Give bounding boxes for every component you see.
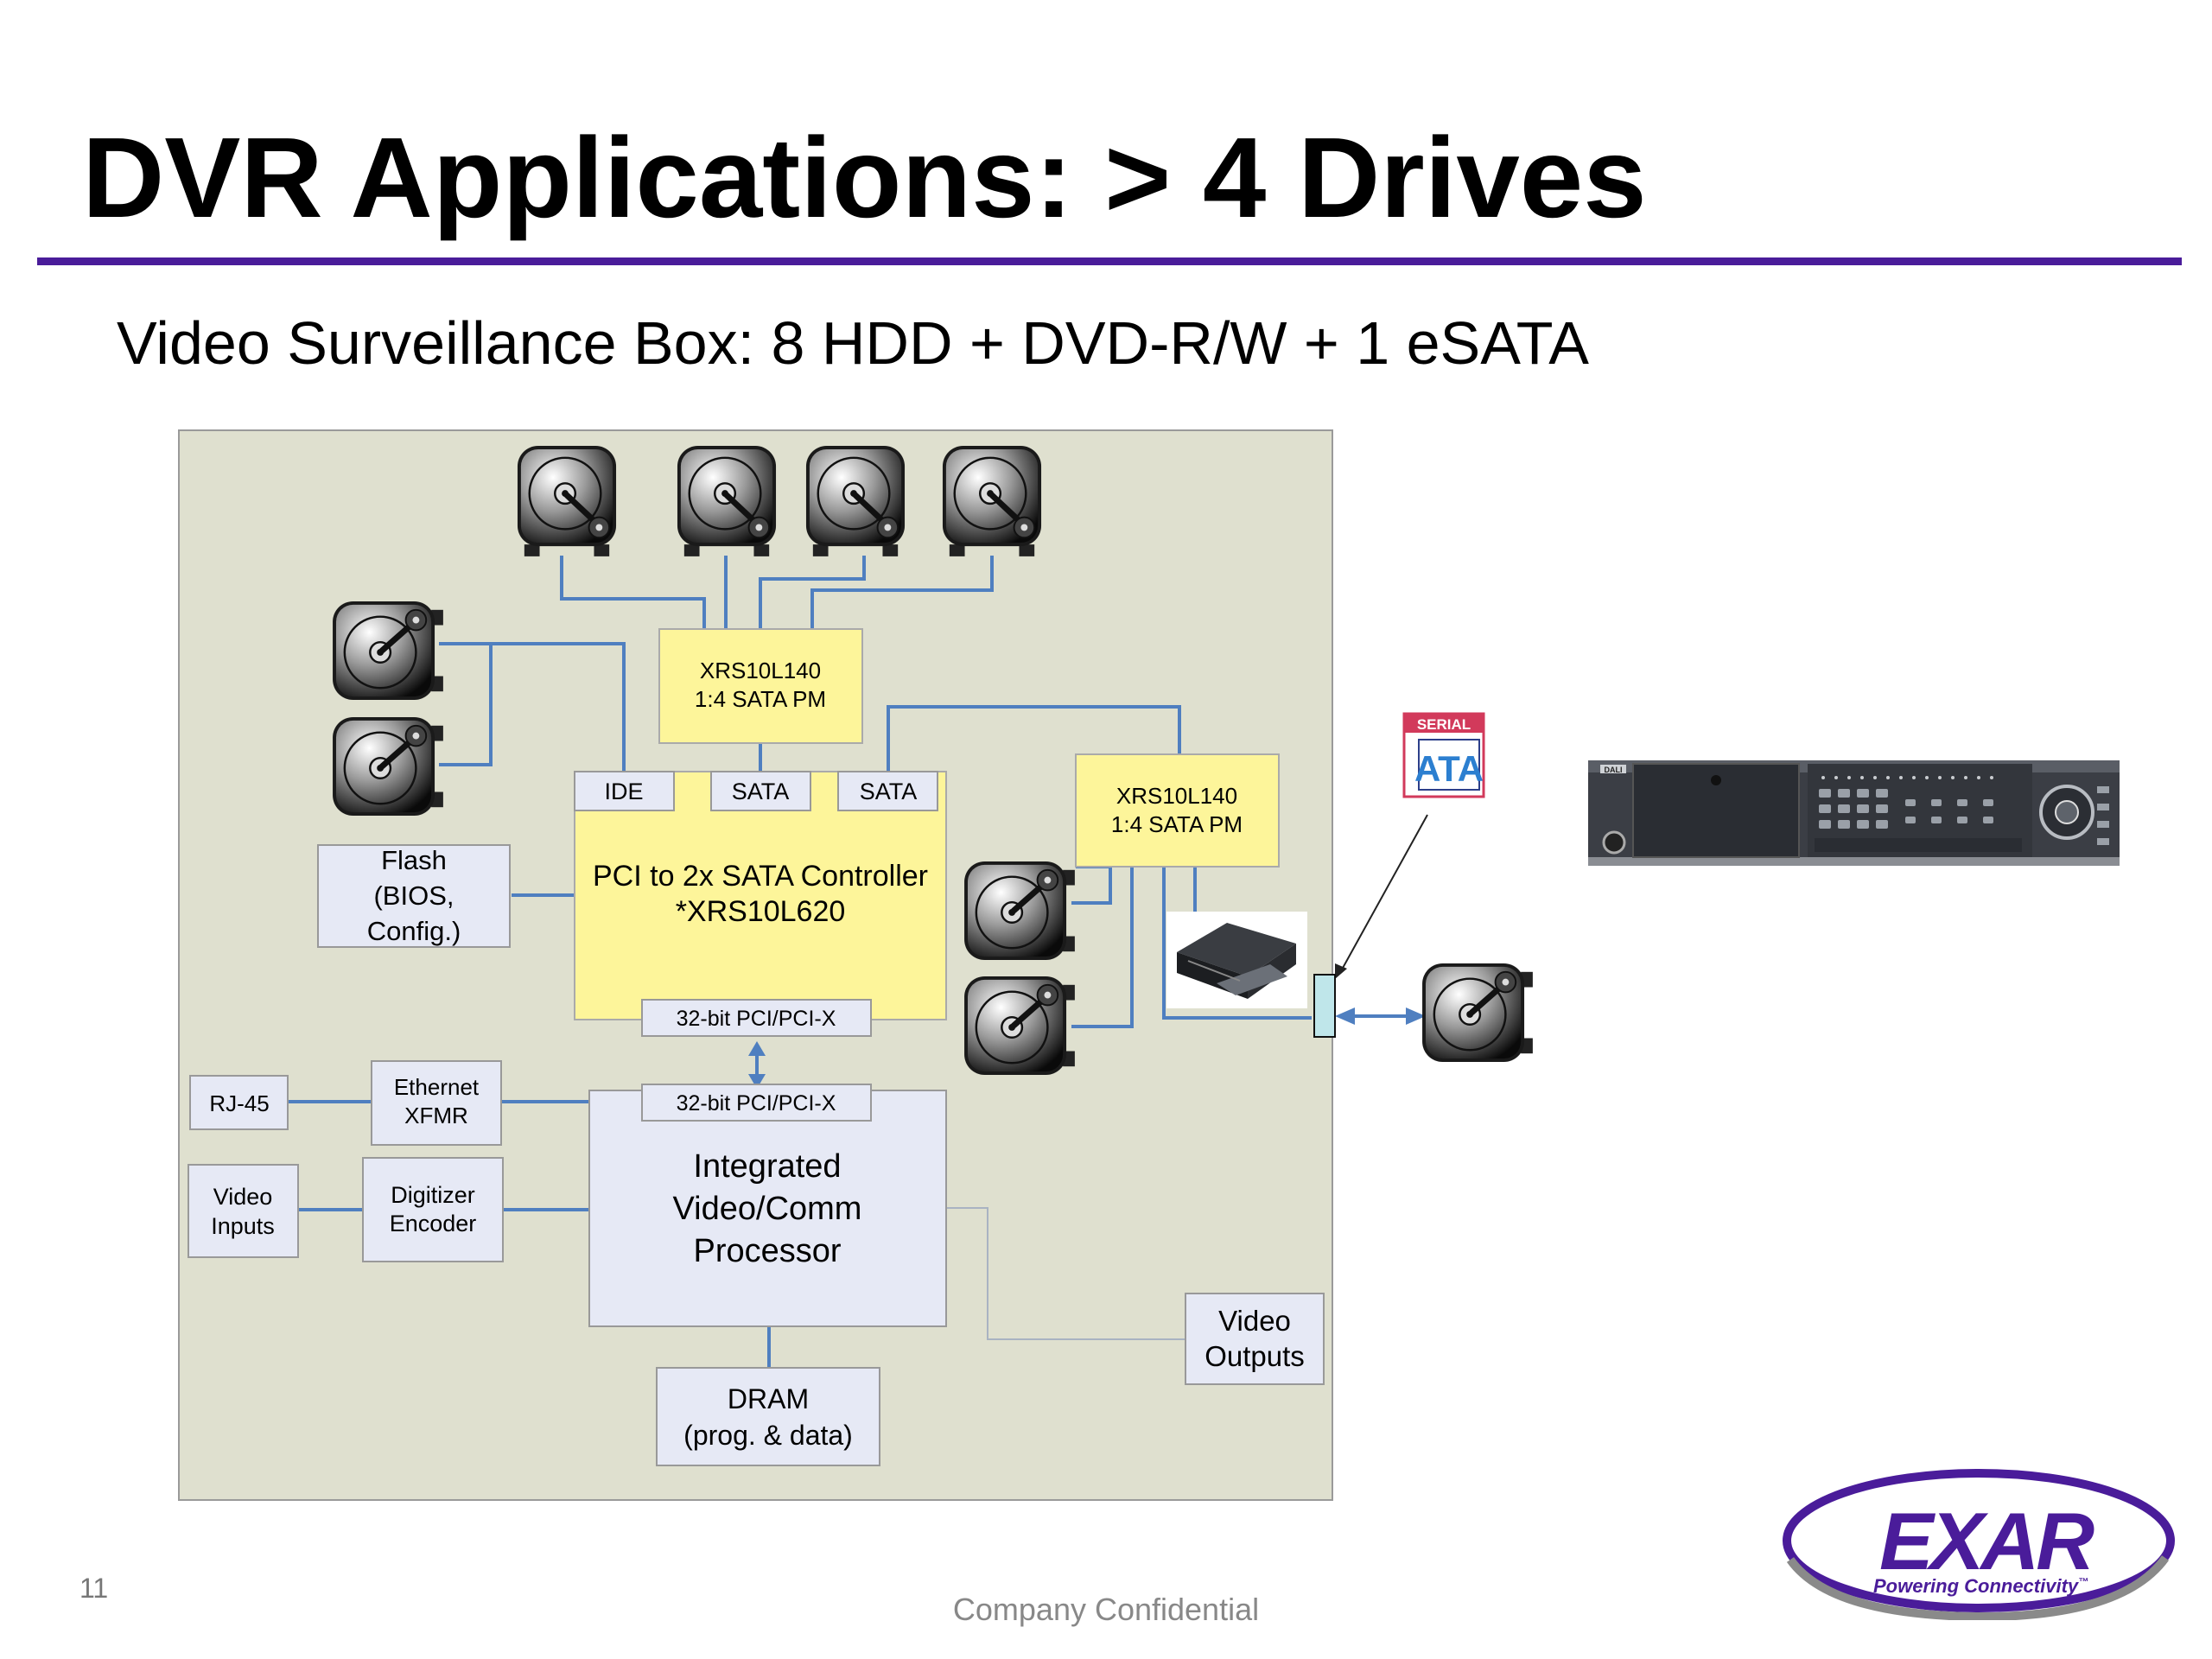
processor-line1: Integrated	[693, 1148, 841, 1185]
logo-swoosh	[1783, 1469, 2175, 1620]
digitizer-line2: Encoder	[390, 1211, 477, 1236]
port-ide-label: IDE	[604, 779, 643, 804]
controller-line2: *XRS10L620	[676, 895, 846, 928]
rj45-block: RJ-45	[189, 1075, 289, 1130]
flash-line1: Flash	[381, 845, 447, 875]
digitizer-encoder-block: Digitizer Encoder	[362, 1157, 504, 1262]
logo-tagline: Powering Connectivity™	[1873, 1575, 2088, 1598]
esata-logo: SERIAL e ATA	[1402, 712, 1485, 800]
video-output-line	[946, 1207, 1185, 1340]
ethernet-line1: Ethernet	[394, 1074, 480, 1100]
video-inputs-block: Video Inputs	[188, 1164, 299, 1258]
port-multiplier-right: XRS10L140 1:4 SATA PM	[1075, 753, 1280, 868]
pm-top-line2: 1:4 SATA PM	[695, 686, 826, 712]
esata-logo-top: SERIAL	[1417, 716, 1471, 733]
title-divider	[37, 257, 2182, 265]
logo-wordmark: EXAR	[1879, 1496, 2094, 1586]
dvr-brand: DALI	[1605, 766, 1623, 774]
video-comm-processor: Integrated Video/Comm Processor 32-bit P…	[588, 1084, 947, 1327]
esata-connector	[1313, 974, 1336, 1038]
ethernet-xfmr-block: Ethernet XFMR	[371, 1060, 502, 1146]
processor-pci-label: 32-bit PCI/PCI-X	[677, 1091, 836, 1116]
hdd-right-1	[964, 861, 1075, 960]
hdd-top-1	[518, 446, 616, 556]
flash-block: Flash (BIOS, Config.)	[317, 844, 511, 948]
hdd-top-4	[943, 446, 1041, 556]
port-multiplier-top: XRS10L140 1:4 SATA PM	[658, 628, 863, 744]
controller-pci-label: 32-bit PCI/PCI-X	[677, 1007, 836, 1031]
hdd-esata	[1422, 963, 1533, 1062]
port-ide	[574, 771, 675, 811]
dram-block: DRAM (prog. & data)	[656, 1367, 880, 1466]
video-outputs-line1: Video	[1218, 1305, 1291, 1337]
esata-pointer-arrowhead	[1335, 963, 1347, 979]
video-outputs-line2: Outputs	[1205, 1340, 1305, 1372]
rj45-label: RJ-45	[209, 1090, 269, 1116]
video-inputs-line2: Inputs	[211, 1213, 275, 1239]
pci-bus-arrow	[748, 1041, 766, 1089]
esata-pointer-line	[1341, 814, 1428, 970]
port-sata-1	[710, 771, 811, 811]
port-sata-1-label: SATA	[732, 779, 790, 804]
logo-trademark: ™	[2078, 1575, 2089, 1588]
flash-line3: Config.)	[367, 916, 461, 946]
dram-line1: DRAM	[728, 1383, 809, 1414]
footer-confidential: Company Confidential	[952, 1592, 1260, 1627]
processor-pci-port	[641, 1084, 872, 1122]
ethernet-line2: XFMR	[404, 1103, 468, 1128]
slide-title: DVR Applications: > 4 Drives	[82, 114, 1647, 241]
exar-logo: EXAR Powering Connectivity™	[1780, 1465, 2177, 1620]
hdd-top-2	[677, 446, 776, 556]
pm-right-line2: 1:4 SATA PM	[1111, 811, 1243, 837]
slide-subtitle: Video Surveillance Box: 8 HDD + DVD-R/W …	[117, 309, 1589, 377]
flash-line2: (BIOS,	[373, 880, 454, 911]
hdd-left-2	[333, 717, 443, 816]
page-number: 11	[79, 1573, 109, 1604]
hdd-left-1	[333, 601, 443, 700]
processor-line3: Processor	[693, 1233, 841, 1269]
dvr-unit-image: DALI	[1588, 760, 2120, 866]
connection-wires	[288, 556, 1312, 1368]
pm-right-line1: XRS10L140	[1116, 783, 1237, 809]
port-sata-2-label: SATA	[860, 779, 918, 804]
pm-top-line1: XRS10L140	[700, 658, 821, 683]
dram-line2: (prog. & data)	[683, 1420, 853, 1451]
video-outputs-block: Video Outputs	[1185, 1293, 1325, 1385]
esata-logo-ata: ATA	[1414, 748, 1484, 789]
sata-controller: PCI to 2x SATA Controller *XRS10L620 IDE…	[574, 771, 947, 1037]
video-inputs-line1: Video	[213, 1184, 273, 1210]
port-sata-2	[837, 771, 938, 811]
logo-tagline-text: Powering Connectivity	[1873, 1575, 2079, 1597]
hdd-right-2	[964, 976, 1075, 1075]
digitizer-line1: Digitizer	[391, 1182, 475, 1208]
controller-pci-port	[641, 999, 872, 1037]
processor-line2: Video/Comm	[673, 1191, 862, 1227]
controller-line1: PCI to 2x SATA Controller	[593, 860, 928, 893]
esata-link-arrow	[1335, 1007, 1426, 1025]
hdd-top-3	[806, 446, 905, 556]
dvd-drive-image	[1166, 912, 1307, 1008]
